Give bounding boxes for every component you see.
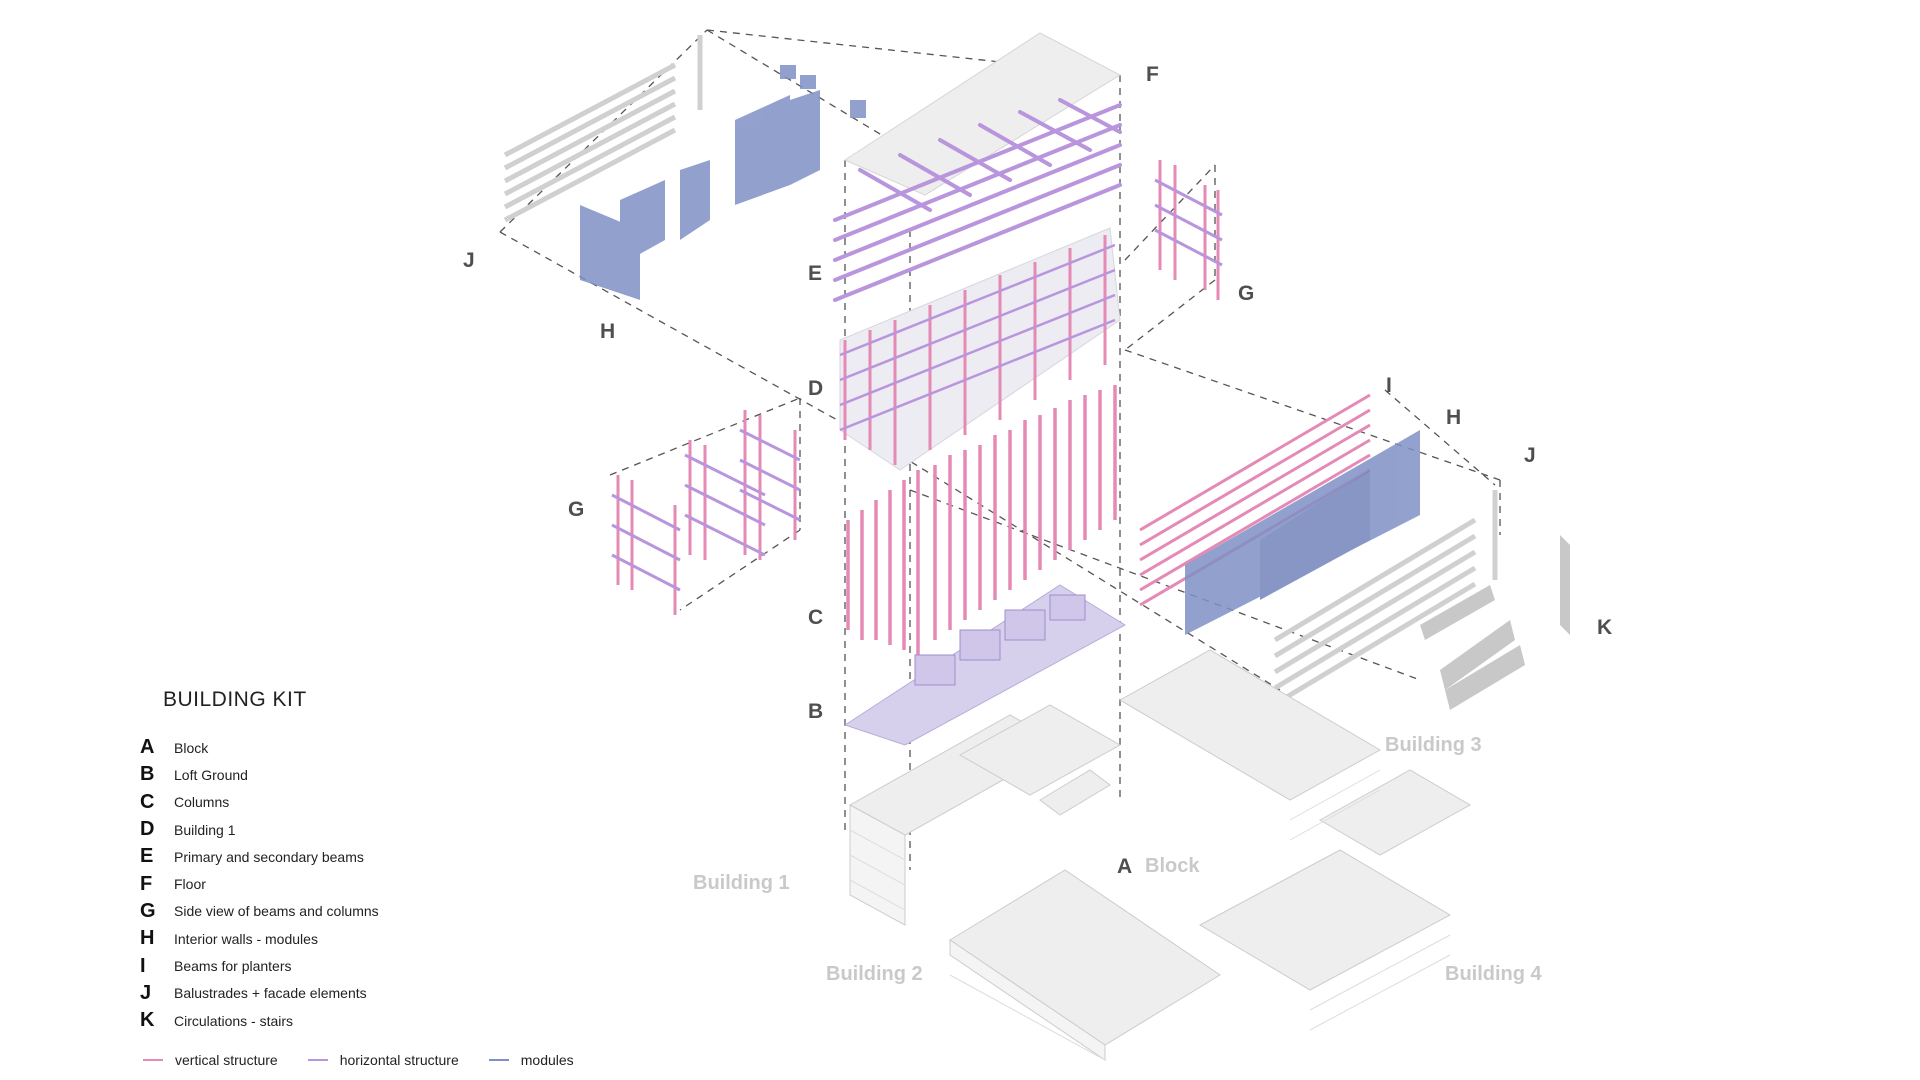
legend-label: Interior walls - modules (174, 930, 318, 947)
building-1-frame-d (839, 227, 1121, 471)
balustrades-j-top (503, 35, 703, 223)
label-building-1: Building 1 (693, 872, 790, 894)
horizontal-structure-label: horizontal structure (339, 1052, 459, 1068)
label-k: K (1597, 616, 1613, 639)
label-h-right: H (1446, 406, 1462, 429)
label-j-right: J (1524, 444, 1536, 467)
legend-title: BUILDING KIT (163, 688, 307, 711)
stairs-k (1420, 535, 1570, 710)
label-building-3: Building 3 (1385, 734, 1482, 756)
block-a (848, 649, 1472, 1061)
vertical-structure-swatch (143, 1059, 163, 1061)
label-j-top: J (463, 249, 475, 272)
building-2-roof (949, 869, 1221, 1046)
beam-grid-e (833, 98, 1122, 302)
legend-key: B (140, 763, 155, 786)
legend-key: H (140, 927, 155, 950)
label-d: D (808, 377, 824, 400)
legend-key: C (140, 790, 155, 813)
legend-key: A (140, 736, 155, 759)
label-g-left: G (568, 498, 585, 521)
structure-legend-modules: modules (488, 1052, 574, 1068)
legend-key: I (140, 954, 146, 977)
label-building-4: Building 4 (1445, 963, 1542, 985)
legend-item-i: I Beams for planters (140, 952, 379, 979)
legend-label: Floor (174, 876, 206, 893)
legend-item-j: J Balustrades + facade elements (140, 980, 379, 1007)
legend-key: E (140, 845, 154, 868)
loft-ground-b (843, 584, 1126, 746)
label-g-right: G (1238, 282, 1255, 305)
block-a-floor-lines (849, 769, 1451, 1061)
side-frame-g-right (1154, 160, 1223, 300)
columns-c (846, 385, 1117, 655)
legend-label: Primary and secondary beams (174, 848, 364, 865)
label-h-top: H (600, 320, 616, 343)
legend-item-d: D Building 1 (140, 816, 379, 843)
legend-label: Columns (174, 794, 230, 811)
balustrades-j-right (1273, 490, 1498, 707)
legend-key: K (140, 1009, 155, 1032)
side-frame-g-left (611, 410, 801, 615)
legend-item-c: C Columns (140, 789, 379, 816)
legend-item-g: G Side view of beams and columns (140, 898, 379, 925)
legend-item-b: B Loft Ground (140, 761, 379, 788)
legend-item-a: A Block (140, 734, 379, 761)
building-4-roof (1198, 849, 1452, 991)
building-4-roof-2 (1318, 769, 1472, 856)
legend-label: Block (174, 739, 209, 756)
floor-slab-f (843, 32, 1122, 196)
structure-legend-vertical: vertical structure (143, 1052, 278, 1068)
legend-item-f: F Floor (140, 870, 379, 897)
label-e: E (808, 262, 823, 285)
legend-label: Balustrades + facade elements (174, 985, 367, 1002)
label-f: F (1146, 63, 1159, 86)
label-i: I (1386, 374, 1392, 397)
modules-h-top (580, 65, 866, 300)
legend-key: G (140, 899, 156, 922)
legend-list: A Block B Loft Ground C Columns D Building 1… (140, 734, 379, 1034)
label-building-2: Building 2 (826, 963, 923, 985)
modules-label: modules (520, 1052, 574, 1068)
legend-label: Side view of beams and columns (174, 903, 379, 920)
label-block: Block (1145, 855, 1200, 877)
vertical-structure-label: vertical structure (175, 1052, 278, 1068)
legend-key: J (140, 981, 152, 1004)
modules-h-right (1185, 430, 1420, 635)
legend-key: D (140, 818, 155, 841)
label-a: A (1117, 855, 1133, 878)
modules-swatch (488, 1059, 509, 1061)
legend-label: Building 1 (174, 821, 236, 838)
legend-item-e: E Primary and secondary beams (140, 843, 379, 870)
horizontal-structure-swatch (307, 1059, 328, 1061)
legend-item-h: H Interior walls - modules (140, 925, 379, 952)
label-b: B (808, 700, 824, 723)
building-3-roof (1118, 649, 1382, 801)
legend-label: Circulations - stairs (174, 1012, 294, 1029)
structure-legend-horizontal: horizontal structure (307, 1052, 459, 1068)
legend-label: Loft Ground (174, 766, 248, 783)
legend-label: Beams for planters (174, 958, 292, 975)
legend-item-k: K Circulations - stairs (140, 1007, 379, 1034)
legend-key: F (140, 872, 153, 895)
label-c: C (808, 606, 824, 629)
structure-legend: vertical structure horizontal structure … (143, 1052, 574, 1068)
